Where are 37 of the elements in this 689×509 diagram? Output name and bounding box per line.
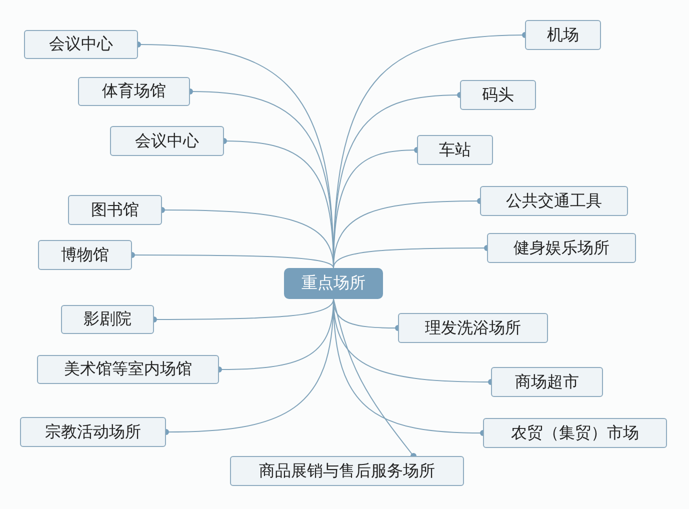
topic-box [20, 417, 166, 447]
topic-box [417, 135, 493, 165]
topic-box [110, 126, 224, 156]
topic-box [78, 77, 190, 106]
topic-box [230, 456, 464, 486]
topic-box [398, 313, 548, 343]
topic-box [480, 186, 628, 216]
topic-label: 机场 [547, 24, 579, 46]
topic-label: 商场超市 [515, 372, 579, 392]
topic-box [460, 80, 536, 110]
connector-line [333, 298, 416, 459]
topic-box [525, 20, 601, 50]
topic-label: 图书馆 [91, 200, 139, 220]
topic-box [24, 30, 138, 59]
topic-label: 宗教活动场所 [45, 422, 141, 442]
topic-box [68, 195, 162, 225]
topic-label: 理发洗浴场所 [425, 318, 521, 338]
topic-box [483, 418, 667, 448]
topic-label: 体育场馆 [102, 81, 166, 102]
topic-label: 商品展销与售后服务场所 [259, 460, 435, 482]
topic-label: 车站 [439, 140, 471, 160]
topic-label: 博物馆 [61, 244, 109, 266]
topic-label: 农贸（集贸）市场 [511, 422, 639, 444]
topic-label: 重点场所 [302, 273, 366, 294]
topic-box [37, 355, 219, 384]
topic-label: 公共交通工具 [506, 190, 602, 212]
topic-box [61, 305, 154, 334]
topic-box [491, 367, 603, 397]
topic-label: 健身娱乐场所 [514, 238, 610, 258]
topic-label: 美术馆等室内场馆 [64, 359, 192, 380]
topic-label: 码头 [482, 84, 514, 106]
topic-box [487, 233, 636, 263]
topic-label: 会议中心 [135, 130, 199, 152]
topic-label: 影剧院 [84, 309, 132, 330]
topic-box [38, 240, 132, 270]
topic-label: 会议中心 [49, 34, 113, 55]
central-topic [284, 268, 383, 299]
